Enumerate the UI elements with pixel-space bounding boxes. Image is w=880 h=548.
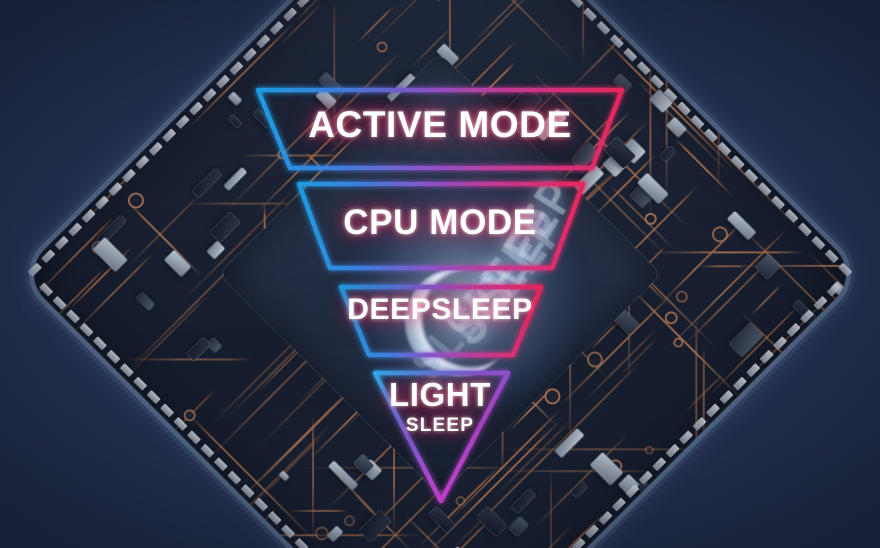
stage-label-cpu-mode: CPU MODE — [343, 203, 537, 242]
stage-sublabel-sleep: SLEEP — [405, 415, 475, 436]
funnel-stage-deepsleep — [338, 284, 544, 358]
funnel-stage-active-mode — [255, 87, 625, 171]
stage-label-active-mode: ACTIVE MODE — [308, 104, 572, 145]
funnel-stage-cpu-mode — [296, 181, 586, 271]
stage-label-light: LIGHT — [389, 376, 491, 413]
stage-label-deepsleep: DEEPSLEEP — [347, 293, 533, 326]
funnel-stage-light-sleep — [372, 370, 511, 504]
